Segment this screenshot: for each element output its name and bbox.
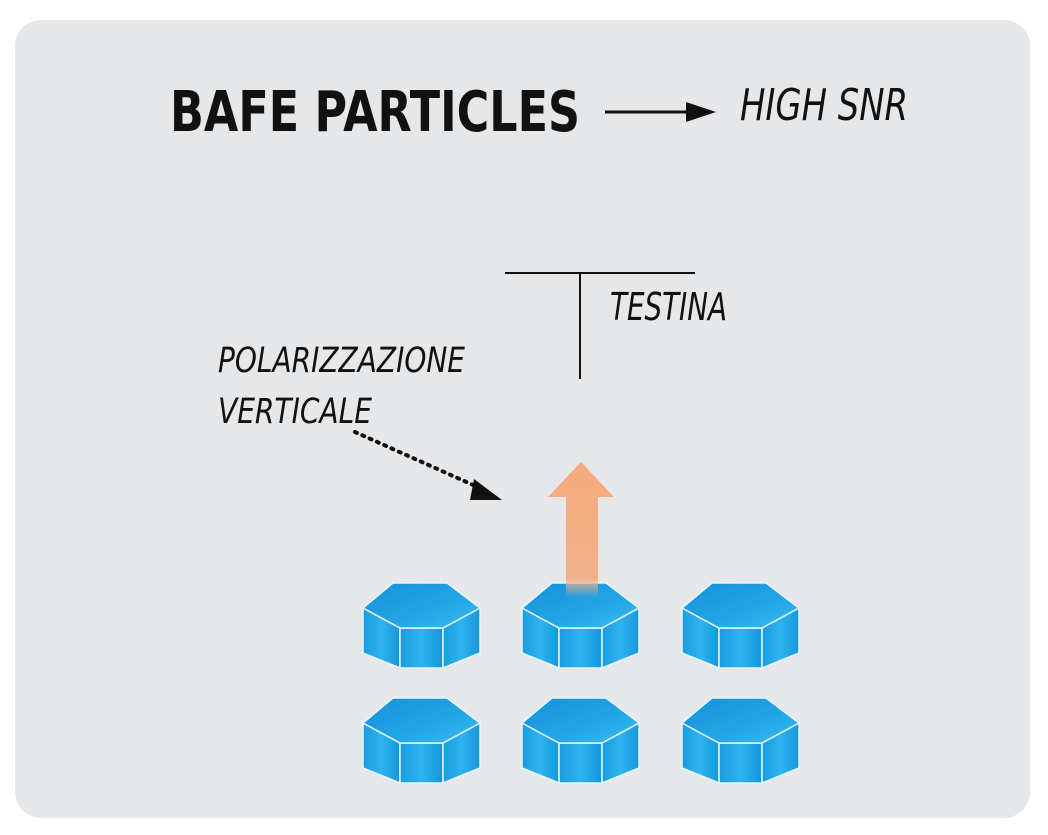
- particle-grid: [362, 582, 800, 784]
- polarization-label-line1: POLARIZZAZIONE: [218, 341, 466, 381]
- hexagonal-particle: [681, 697, 800, 784]
- result-label: HIGH SNR: [740, 80, 908, 131]
- read-head: [505, 272, 695, 379]
- hexagonal-particle: [521, 582, 640, 669]
- polarization-label-line2: VERTICALE: [218, 392, 373, 432]
- head-label: TESTINA: [610, 285, 727, 329]
- magnetization-arrow-icon: [548, 462, 614, 598]
- dotted-pointer-arrow-icon: [353, 430, 502, 500]
- title: BAFE PARTICLES: [170, 80, 580, 145]
- hexagonal-particle: [362, 697, 481, 784]
- hexagonal-particle: [521, 697, 640, 784]
- hexagonal-particle: [681, 582, 800, 669]
- hexagonal-particle: [362, 582, 481, 669]
- right-arrow-icon: [605, 102, 716, 122]
